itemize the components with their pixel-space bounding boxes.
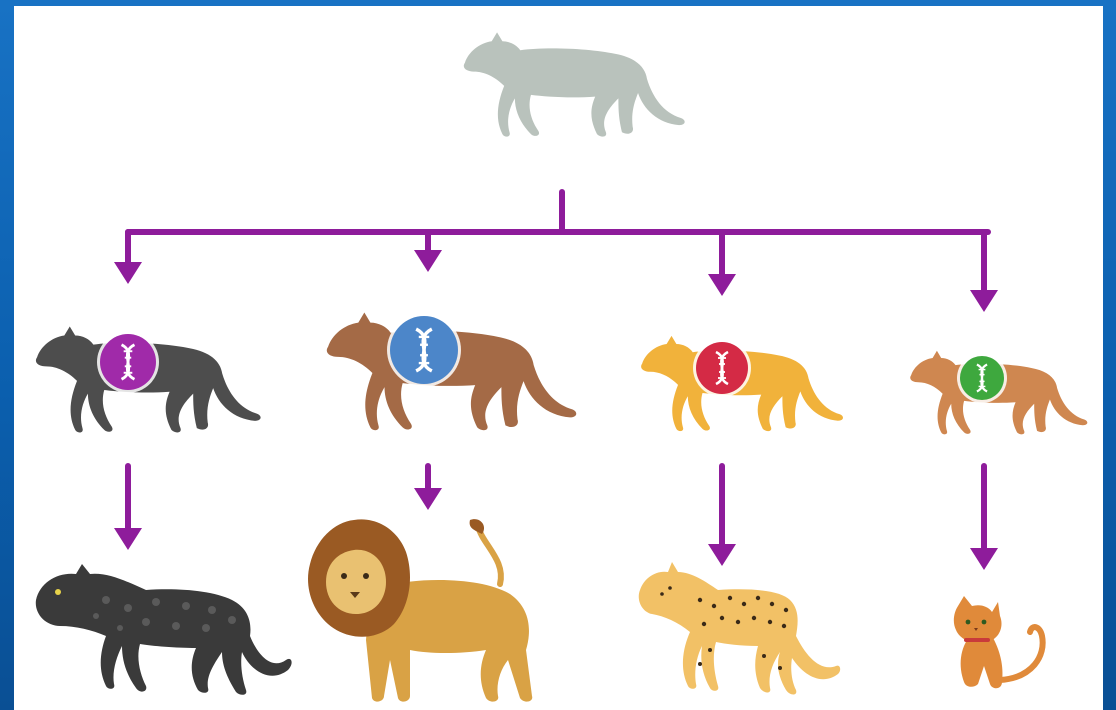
ancestral-feline-silhouette-icon bbox=[464, 32, 685, 136]
house-cat-icon bbox=[954, 596, 1043, 688]
dna-icon bbox=[387, 313, 461, 387]
branch-arrows bbox=[114, 232, 998, 312]
branch-connectors bbox=[128, 192, 988, 232]
descendant-arrow bbox=[414, 466, 442, 510]
branch-arrow bbox=[114, 232, 142, 284]
dna-icon bbox=[957, 353, 1007, 403]
intermediate-felines bbox=[36, 313, 1087, 435]
black-panther-icon bbox=[36, 564, 292, 695]
branch-arrow bbox=[970, 232, 998, 312]
dna-icon bbox=[693, 339, 751, 397]
brown-feline-with-dna-badge-icon bbox=[327, 313, 576, 431]
descendant-arrow bbox=[708, 466, 736, 566]
orange-feline-with-dna-badge-icon bbox=[910, 351, 1087, 435]
yellow-feline-with-dna-badge-icon bbox=[641, 336, 843, 431]
descendant-arrow bbox=[970, 466, 998, 570]
dark-grey-feline-with-dna-badge-icon bbox=[36, 326, 261, 432]
dna-icon bbox=[97, 331, 159, 393]
branch-arrow bbox=[414, 232, 442, 272]
branch-arrow bbox=[708, 232, 736, 296]
lion-icon bbox=[308, 519, 532, 702]
descendant-arrow bbox=[114, 466, 142, 550]
cheetah-icon bbox=[639, 562, 840, 695]
descendant-arrows bbox=[114, 466, 998, 570]
